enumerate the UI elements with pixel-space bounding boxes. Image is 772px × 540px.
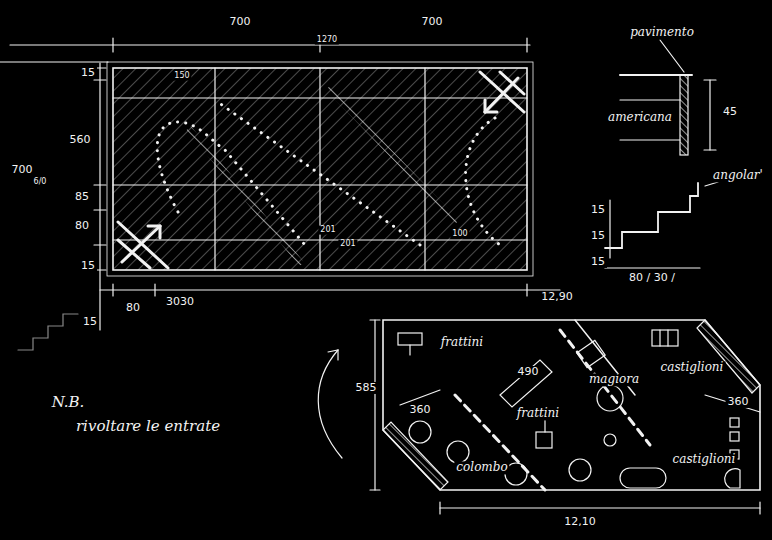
sketch-label: 100 — [450, 230, 469, 239]
sketch-label: 15 — [589, 256, 607, 268]
sketch-label: 700 — [228, 16, 253, 28]
sketch-label: 201 — [338, 240, 357, 249]
sketch-label: 585 — [354, 382, 379, 394]
sketch-label: 15 — [79, 260, 97, 272]
sketch-label: 15 — [81, 316, 99, 328]
sketch-label: 15 — [589, 204, 607, 216]
sketch-label: 700 — [420, 16, 445, 28]
sketch-label: 15 — [79, 67, 97, 79]
sketch-label: 12,90 — [539, 291, 575, 303]
sketch-label: 12,10 — [562, 516, 598, 528]
sketch-label: 15 — [589, 230, 607, 242]
sketch-label: 700 — [10, 164, 35, 176]
sketch-label: N.B. — [50, 394, 87, 411]
sketch-label: colombo — [454, 461, 509, 474]
sketch-label: angolar' — [711, 169, 765, 182]
sketch-label: magiora — [587, 373, 641, 386]
sketch-label: 490 — [516, 366, 541, 378]
sketch-label: 6/0 — [32, 178, 49, 187]
sketch-label: 45 — [721, 106, 739, 118]
sketch-label: 201 — [318, 226, 337, 235]
sketch-label: castiglioni — [671, 453, 738, 466]
sketch-label: castiglioni — [659, 361, 726, 374]
sketch-label: 560 — [68, 134, 93, 146]
sketch-label: 150 — [172, 72, 191, 81]
sketch-label: frattini — [515, 407, 561, 420]
sketch-label: 1270 — [315, 36, 339, 45]
sketch-label: americana — [606, 111, 674, 124]
sketch-label: rivoltare le entrate — [74, 418, 222, 435]
sketch-label: frattini — [439, 336, 485, 349]
sketch-label: pavimento — [628, 26, 696, 39]
sketch-label: 360 — [726, 396, 751, 408]
sketch-label: 3030 — [164, 296, 196, 308]
sketch-label: 360 — [408, 404, 433, 416]
sketch-label: 80 — [73, 220, 91, 232]
sketch-label: 85 — [73, 191, 91, 203]
sketch-label: 80 — [124, 302, 142, 314]
sketch-label: 80 / 30 / — [627, 272, 677, 284]
